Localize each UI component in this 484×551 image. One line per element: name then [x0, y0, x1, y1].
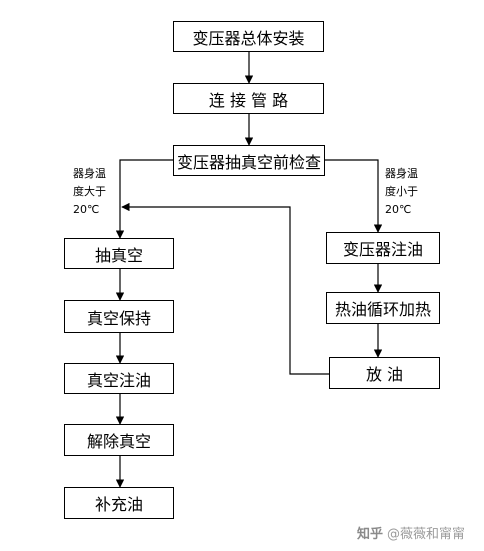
watermark: 知乎@薇薇和甯甯 — [357, 523, 465, 542]
condition-left: 器身温 度大于 20℃ — [73, 165, 106, 219]
step-install: 变压器总体安装 — [173, 21, 324, 52]
step-release-vacuum: 解除真空 — [64, 424, 174, 456]
condition-right-line-2: 度小于 — [385, 185, 418, 198]
step-transformer-fill: 变压器注油 — [326, 232, 440, 264]
condition-right-line-1: 器身温 — [385, 167, 418, 180]
step-hot-oil-circulation: 热油循环加热 — [326, 292, 440, 324]
condition-right-line-3: 20℃ — [385, 203, 412, 216]
step-connect: 连 接 管 路 — [173, 83, 324, 114]
step-drain-oil: 放 油 — [329, 357, 440, 389]
condition-left-line-2: 度大于 — [73, 185, 106, 198]
step-vacuum-fill: 真空注油 — [64, 363, 174, 394]
step-vacuum: 抽真空 — [64, 238, 174, 269]
zhihu-logo: 知乎 — [357, 527, 384, 542]
watermark-handle: @薇薇和甯甯 — [387, 527, 466, 542]
arrow-precheck-to-vacuum — [115, 159, 173, 239]
condition-left-line-1: 器身温 — [73, 167, 106, 180]
step-vacuum-hold: 真空保持 — [64, 300, 174, 333]
condition-right: 器身温 度小于 20℃ — [385, 165, 418, 219]
step-top-up-oil: 补充油 — [64, 487, 174, 519]
condition-left-line-3: 20℃ — [73, 203, 100, 216]
arrow-precheck-to-fill — [325, 159, 383, 233]
arrow-drain-back-to-vacuum — [121, 202, 329, 375]
step-precheck: 变压器抽真空前检查 — [173, 145, 325, 176]
